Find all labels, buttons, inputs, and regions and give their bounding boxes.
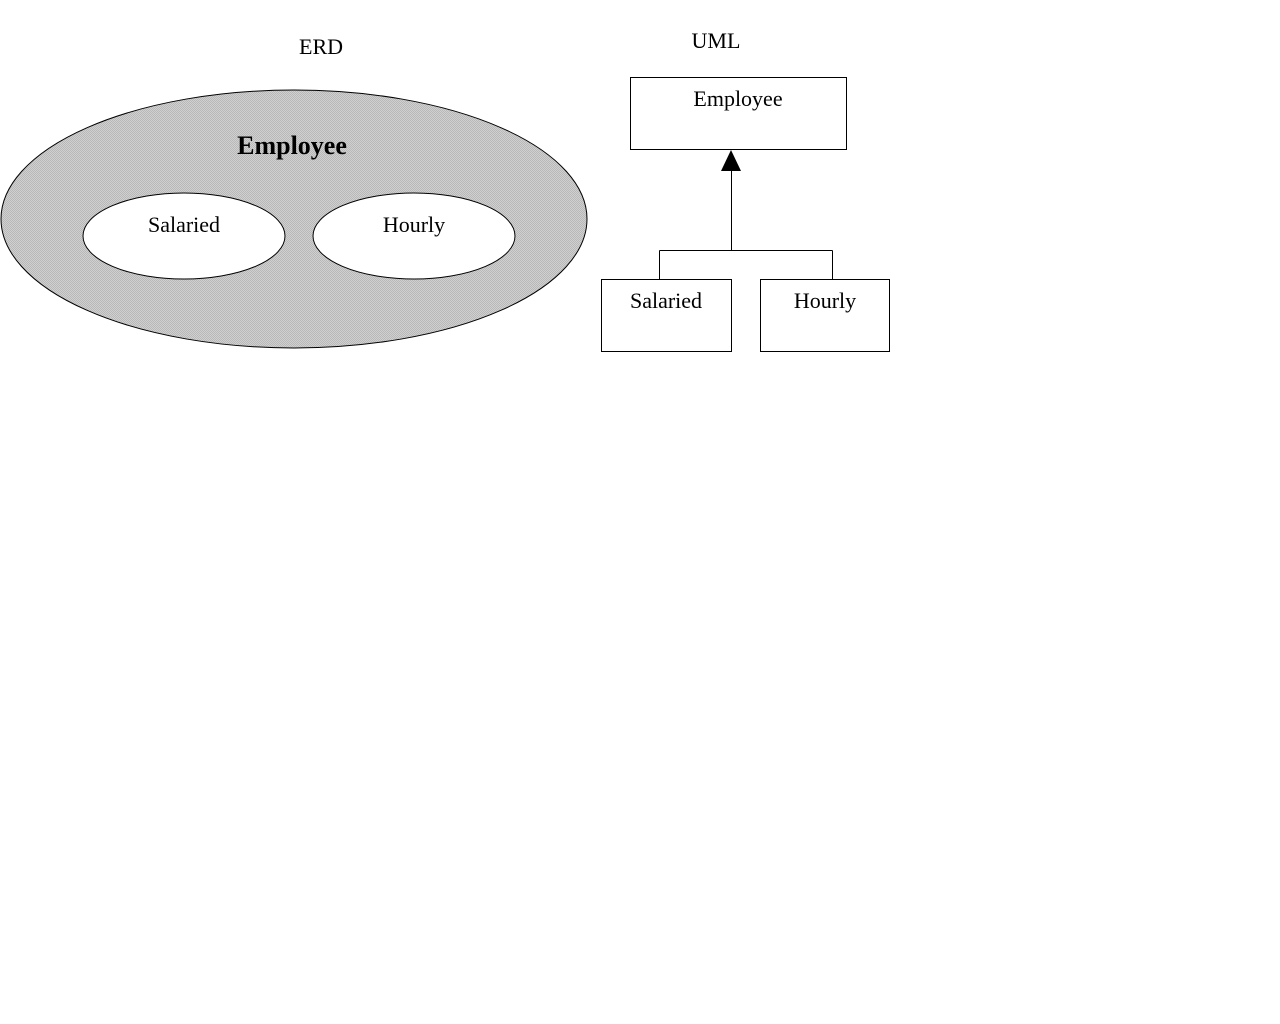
erd-subtype-salaried-ellipse (82, 192, 286, 280)
erd-supertype-label: Employee (237, 131, 347, 160)
erd-subtype-salaried-label: Salaried (148, 212, 220, 237)
uml-subclass-hourly-label: Hourly (794, 288, 856, 313)
uml-superclass-label: Employee (693, 86, 782, 111)
uml-subclass-hourly-box (760, 279, 890, 352)
uml-section: UML Employee Salaried Hourly (601, 28, 890, 352)
erd-supertype-ellipse (0, 89, 588, 349)
erd-subtype-hourly-label: Hourly (383, 212, 445, 237)
erd-title: ERD (299, 34, 343, 59)
uml-superclass-box (630, 77, 847, 150)
uml-subclass-salaried-label: Salaried (630, 288, 702, 313)
erd-section: ERD Employee Salaried Hourly (0, 34, 588, 349)
uml-subclass-salaried-box (601, 279, 732, 352)
erd-subtype-hourly-ellipse (312, 192, 516, 280)
uml-title: UML (692, 28, 741, 53)
uml-generalization-arrowhead (721, 150, 741, 171)
